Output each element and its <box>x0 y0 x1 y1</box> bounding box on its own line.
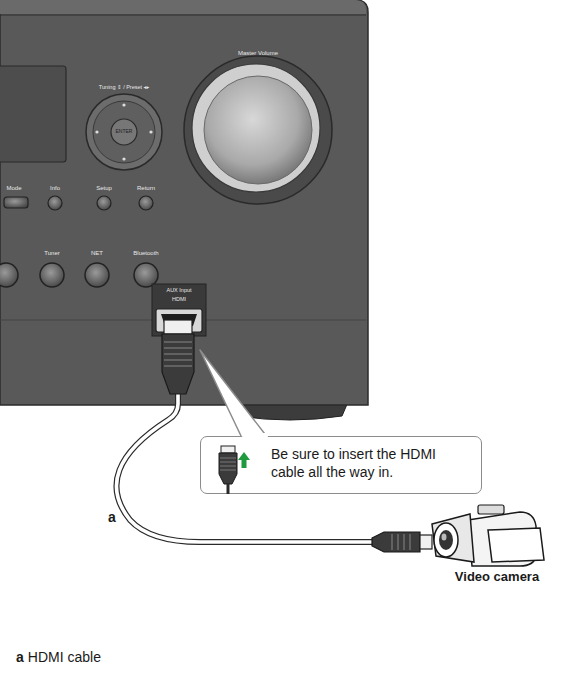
button-label: Info <box>50 185 60 192</box>
callout-text: Be sure to insert the HDMI cable all the… <box>271 445 471 481</box>
legend-letter: a <box>16 650 24 665</box>
jack-label: HDMI <box>172 296 186 302</box>
control-label: Tuning ⇕ / Preset ◂▸ <box>99 84 149 90</box>
button-label: Mode <box>6 185 21 192</box>
device-label: Video camera <box>455 570 539 584</box>
legend-text: HDMI cable <box>28 650 101 665</box>
plug-insert-icon <box>212 438 252 498</box>
button-label: Return <box>137 185 155 192</box>
button-label: Tuner <box>44 250 59 257</box>
button-label: Setup <box>96 185 112 192</box>
button-label: Bluetooth <box>133 250 158 257</box>
pointer-join <box>240 433 270 439</box>
control-label: Master Volume <box>238 50 278 57</box>
button-label: NET <box>91 250 103 257</box>
button-label: ENTER <box>116 129 133 135</box>
jack-label: AUX Input <box>166 287 191 293</box>
callout-letter: a <box>108 510 116 525</box>
